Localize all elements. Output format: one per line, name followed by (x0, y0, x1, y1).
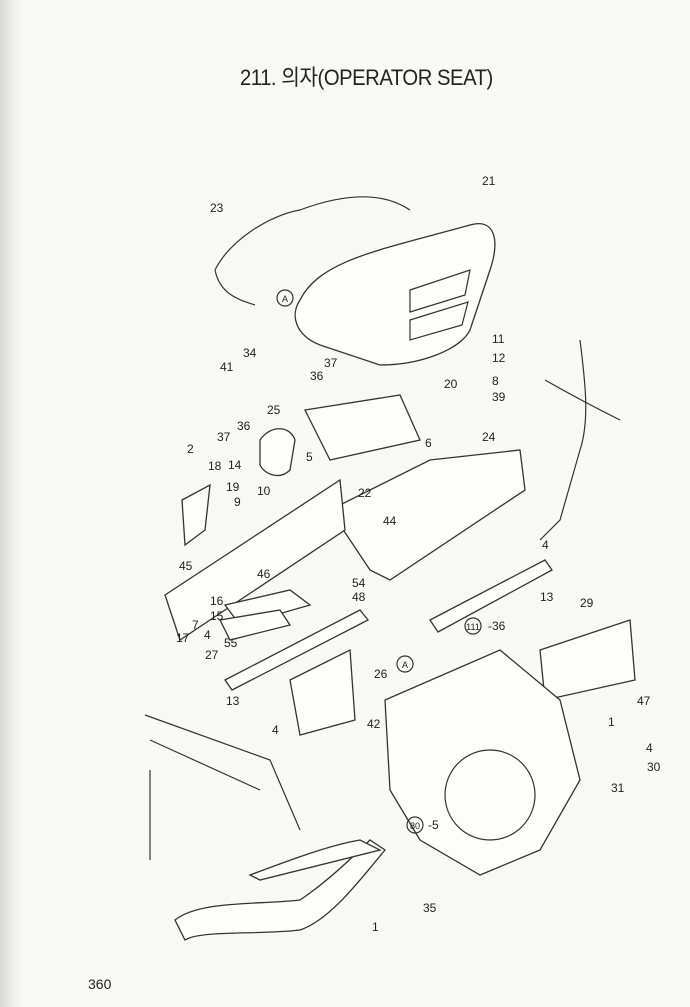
callout-label: 13 (540, 590, 554, 604)
callout-label: 15 (210, 609, 224, 623)
callout-label: 37 (324, 356, 338, 370)
seat-base-plate (329, 449, 526, 581)
callout-label: 13 (226, 694, 240, 708)
callout-label: 18 (208, 459, 222, 473)
callout-label: 26 (374, 667, 388, 681)
callout-label: 35 (423, 901, 437, 915)
callout-label: 42 (367, 717, 381, 731)
seat-slide-frame (304, 394, 421, 461)
callout-label: 4 (646, 741, 653, 755)
transmission-housing (384, 649, 581, 876)
callout-label: 36 (237, 419, 251, 433)
callout-label: A (282, 294, 288, 304)
callout-label: 11 (492, 332, 505, 346)
scan-edge (0, 0, 22, 1007)
callout-label: 16 (210, 594, 224, 608)
callout-label: 80 (410, 821, 420, 831)
callout-label: 25 (267, 403, 281, 417)
callout-label: 39 (492, 390, 506, 404)
mounting-plates (219, 589, 312, 641)
seat-cushion (294, 223, 496, 366)
callout-label: -5 (428, 818, 439, 832)
callout-label: 34 (243, 346, 257, 360)
callout-label: 54 (352, 576, 366, 590)
floor-mat (174, 839, 386, 941)
callout-label: 7 (192, 618, 199, 632)
callout-label: 22 (358, 486, 372, 500)
callout-label: 23 (210, 201, 224, 215)
callout-label: 5 (306, 450, 313, 464)
seat-belt (214, 196, 411, 306)
callout-label: 21 (482, 174, 496, 188)
callout-label: -36 (488, 619, 506, 633)
callout-label: 36 (310, 369, 324, 383)
callout-label: 37 (217, 430, 231, 444)
callout-circle (406, 816, 424, 834)
callout-label: 14 (228, 458, 242, 472)
callout-label: 9 (234, 495, 241, 509)
callout-label: A (402, 660, 408, 670)
callout-label: 24 (482, 430, 496, 444)
fender (144, 714, 301, 860)
page-number: 360 (88, 976, 112, 992)
callout-label: 1 (372, 920, 379, 934)
callout-circle (276, 289, 294, 307)
harness (539, 339, 621, 541)
callout-label: 30 (647, 760, 661, 774)
callout-label: 41 (220, 360, 234, 374)
callout-label: 31 (611, 781, 625, 795)
callout-circle (396, 655, 414, 673)
callout-label: 6 (425, 436, 432, 450)
callout-label: 48 (352, 590, 366, 604)
callout-label: 4 (542, 538, 549, 552)
callout-label: 29 (580, 596, 594, 610)
callout-label: 4 (272, 723, 279, 737)
callout-label: 4 (204, 628, 211, 642)
callout-label: 17 (176, 631, 190, 645)
callout-label: 27 (205, 648, 219, 662)
callout-label: 111 (466, 622, 480, 632)
callout-label: 8 (492, 374, 499, 388)
callout-label: 10 (257, 484, 271, 498)
callout-label: 19 (226, 480, 240, 494)
callout-label: 55 (224, 636, 238, 650)
page-title: 211. 의자(OPERATOR SEAT) (240, 65, 493, 90)
rails (224, 559, 636, 736)
callout-circle (464, 617, 482, 635)
side-panel (164, 428, 346, 642)
callout-label: 45 (179, 559, 193, 573)
callout-label: 2 (187, 442, 194, 456)
callout-label: 20 (444, 377, 458, 391)
callout-label: 44 (383, 514, 397, 528)
callout-label: 46 (257, 567, 271, 581)
callout-label: 1 (608, 715, 615, 729)
callout-label: 47 (637, 694, 651, 708)
callout-label: 12 (492, 351, 506, 365)
